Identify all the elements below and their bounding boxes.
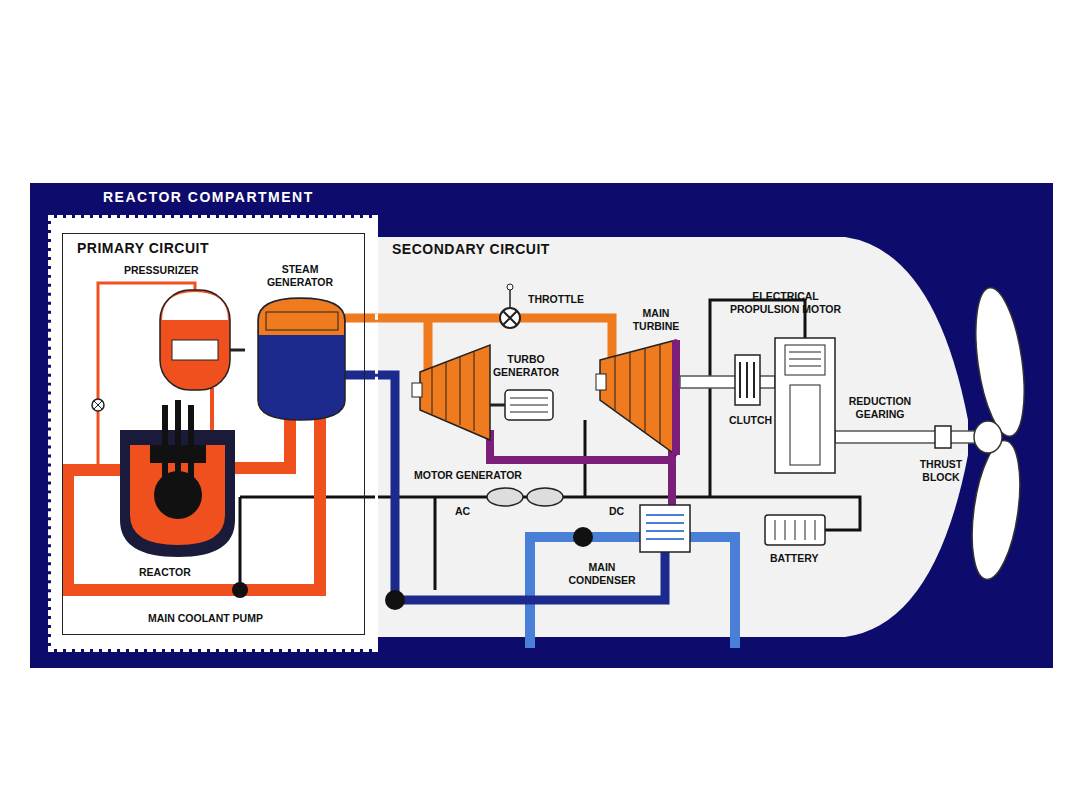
propulsion-motor — [775, 338, 835, 473]
part-label: THROTTLE — [528, 293, 584, 306]
battery — [765, 515, 825, 545]
turbo-turbine — [420, 345, 490, 440]
reactor-vessel — [120, 400, 235, 557]
seawater-pipe — [690, 537, 735, 648]
clutch — [735, 355, 760, 405]
main-turbine — [596, 374, 606, 390]
pressurizer — [160, 290, 245, 390]
part-label: REACTOR — [139, 566, 191, 579]
isolation-valve — [92, 399, 104, 411]
seawater-pipe — [530, 537, 735, 648]
pressurizer — [230, 349, 245, 352]
propulsion-motor — [785, 345, 825, 375]
part-label: DC — [609, 505, 624, 518]
feed-pump — [573, 527, 593, 547]
steam-generator — [258, 298, 345, 420]
steam-generator — [266, 312, 338, 330]
thrust-block — [935, 426, 951, 448]
compartment-fill — [51, 218, 378, 649]
propeller — [964, 285, 1032, 583]
part-label: PRESSURIZER — [124, 264, 199, 277]
part-label: MOTOR GENERATOR — [414, 469, 522, 482]
main-condenser — [640, 505, 690, 552]
isolation-valve — [92, 399, 104, 411]
section-heading: REACTOR COMPARTMENT — [103, 189, 314, 205]
main-condenser — [646, 515, 684, 539]
feed-pump — [385, 527, 593, 610]
propulsion-motor — [789, 352, 821, 366]
motor-generator — [487, 488, 523, 506]
steam-pipe — [424, 318, 433, 372]
part-label: MAIN COOLANT PUMP — [148, 612, 263, 625]
clutch — [740, 362, 754, 398]
propeller — [974, 421, 1002, 453]
part-label: CLUTCH — [729, 414, 772, 427]
section-heading: SECONDARY CIRCUIT — [392, 241, 550, 257]
circuit-box: PRIMARY CIRCUIT — [62, 233, 365, 635]
motor-generator — [527, 488, 563, 506]
electrical-wire — [434, 497, 437, 590]
part-label: MAIN TURBINE — [625, 307, 687, 333]
exhaust-pipe — [490, 430, 672, 460]
battery — [765, 515, 825, 545]
throttle-valve — [500, 308, 520, 328]
main-turbine — [596, 340, 680, 455]
throttle-valve — [507, 284, 513, 290]
turbo-generator — [490, 390, 553, 420]
turbo-generator — [510, 398, 548, 412]
part-label: REDUCTION GEARING — [844, 395, 916, 421]
throttle-valve — [503, 311, 517, 325]
background-band — [30, 183, 1053, 668]
background-band — [30, 183, 1053, 668]
compartment-fill — [51, 218, 378, 649]
propeller — [968, 285, 1032, 440]
motor-generator — [487, 488, 563, 506]
main-turbine — [672, 340, 680, 455]
pressurizer — [162, 292, 228, 320]
propulsion-motor — [790, 385, 820, 465]
main-condenser — [640, 505, 690, 552]
part-label: TURBO GENERATOR — [490, 353, 562, 379]
shaft — [835, 431, 975, 443]
throttle-valve — [509, 290, 511, 308]
thrust-block — [935, 426, 951, 448]
battery — [775, 520, 815, 540]
main-turbine — [600, 340, 676, 455]
turbo-generator — [490, 404, 505, 407]
part-label: ELECTRICAL PROPULSION MOTOR — [723, 290, 848, 316]
propulsion-motor — [775, 338, 835, 473]
section-heading: PRIMARY CIRCUIT — [77, 240, 209, 256]
pressurizer — [160, 290, 230, 390]
coolant-pump — [232, 582, 248, 598]
part-label: BATTERY — [770, 552, 818, 565]
coolant-pump — [232, 582, 248, 598]
turbo-generator — [505, 390, 553, 420]
seawater-pipe — [530, 537, 640, 648]
propeller — [964, 438, 1027, 583]
turbo-turbine — [432, 351, 474, 431]
isolation-valve — [94, 401, 102, 409]
steam-generator — [259, 299, 344, 335]
part-label: STEAM GENERATOR — [264, 263, 336, 289]
turbo-turbine — [412, 345, 490, 440]
part-label: MAIN CONDENSER — [566, 561, 638, 587]
reactor-vessel — [165, 400, 191, 485]
pressurizer — [172, 340, 218, 360]
steam-generator — [258, 298, 345, 420]
feed-pump — [385, 590, 405, 610]
clutch — [735, 355, 760, 405]
electrical-wire — [239, 497, 242, 590]
part-label: AC — [455, 505, 470, 518]
throttle-valve — [500, 284, 520, 328]
part-label: THRUST BLOCK — [912, 458, 970, 484]
main-turbine — [615, 344, 660, 444]
turbo-turbine — [412, 383, 422, 397]
